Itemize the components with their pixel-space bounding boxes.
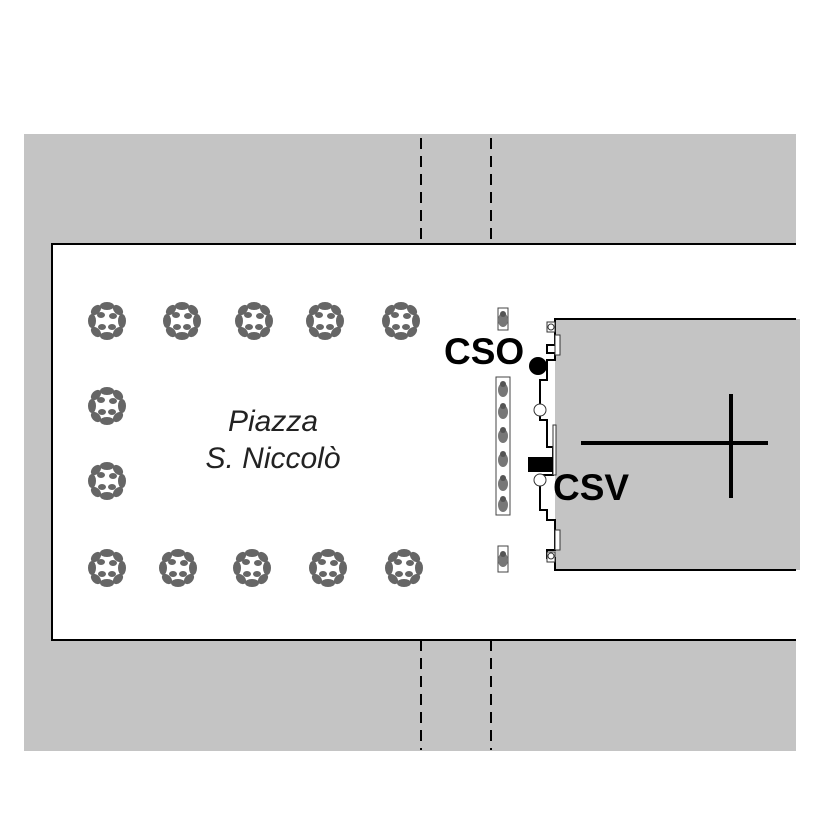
cross-icon xyxy=(581,394,768,498)
hedge-row xyxy=(495,307,511,573)
crosswalk-bottom xyxy=(420,640,492,750)
church-facade-outline xyxy=(539,318,796,571)
cso-label: CSO xyxy=(444,331,524,372)
cso-marker-icon xyxy=(529,357,547,375)
plaza-name-line1: Piazza xyxy=(228,405,318,438)
facade-details xyxy=(533,321,561,563)
csv-marker-icon xyxy=(528,457,553,472)
piazza-outline xyxy=(51,243,796,641)
plaza-name-line2: S. Niccolò xyxy=(205,442,340,475)
csv-label: CSV xyxy=(553,467,629,508)
